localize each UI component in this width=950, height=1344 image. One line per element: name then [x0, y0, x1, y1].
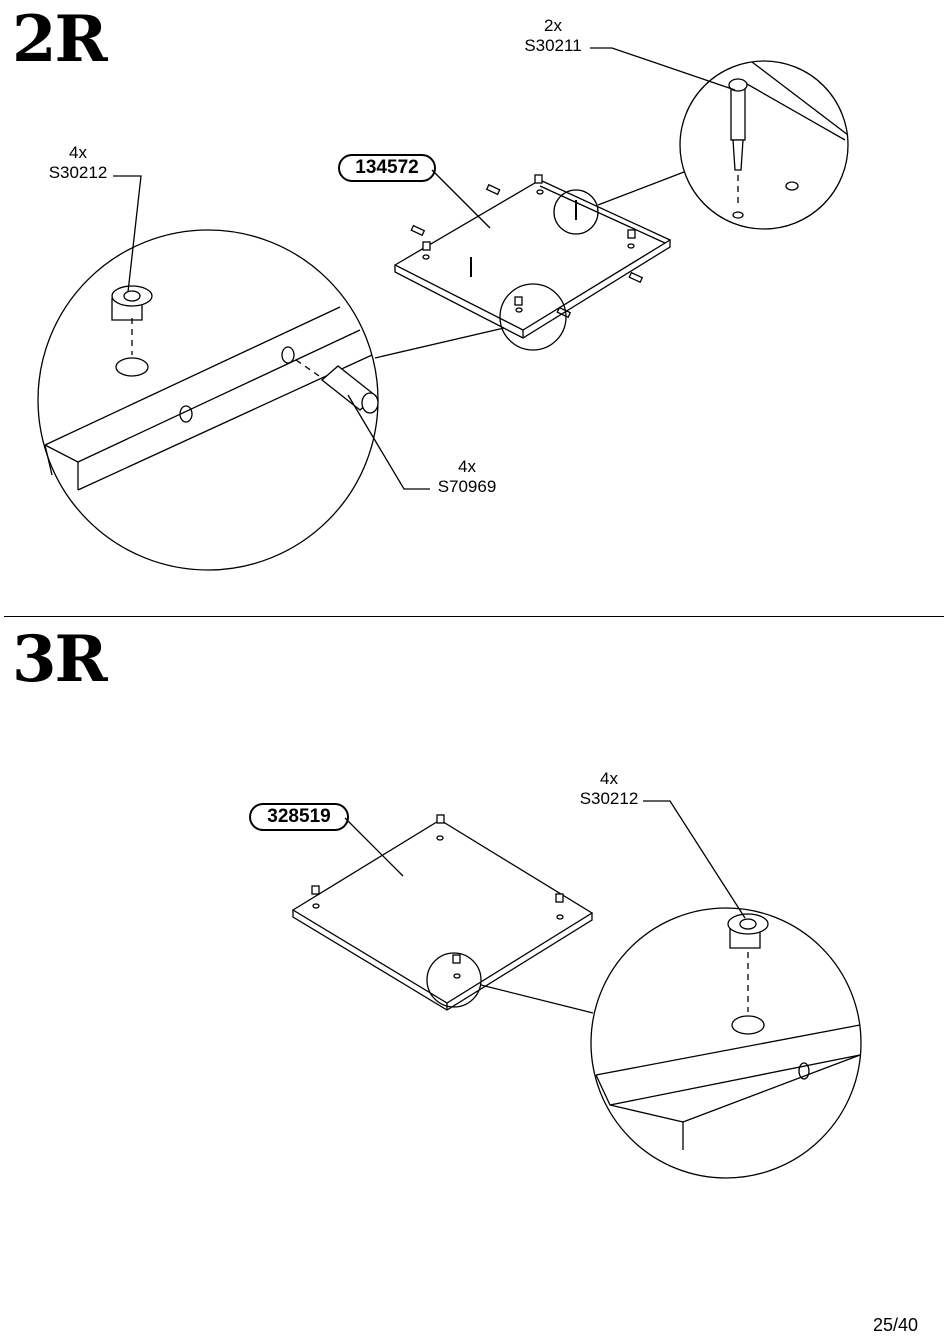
panel-134572-drawing	[393, 174, 672, 351]
hardware-callout-s70969: 4x S70969	[430, 457, 504, 497]
callout-quantity: 4x	[69, 143, 87, 162]
step-3r-title: 3R	[12, 622, 108, 697]
panel-328519-drawing	[291, 814, 594, 1011]
hardware-callout-s30211: 2x S30211	[516, 16, 590, 56]
detail-circle-cam-fitting	[480, 907, 862, 1179]
detail-circle-edge-dowel	[37, 229, 505, 571]
hardware-callout-s30212: 4x S30212	[572, 769, 646, 809]
step-2r-title: 2R	[12, 2, 108, 77]
callout-quantity: 2x	[544, 16, 562, 35]
hardware-callout-s30212: 4x S30212	[42, 143, 114, 183]
callout-code: S30212	[48, 163, 108, 182]
callout-quantity: 4x	[600, 769, 618, 788]
callout-code: S30212	[579, 789, 639, 808]
part-number-badge: 134572	[338, 154, 436, 182]
callout-quantity: 4x	[458, 457, 476, 476]
page-number: 25/40	[872, 1315, 918, 1335]
detail-circle-cam-bolt	[597, 60, 849, 230]
step-divider	[4, 616, 944, 617]
callout-code: S70969	[437, 477, 497, 496]
callout-code: S30211	[524, 36, 582, 55]
part-number-badge: 328519	[249, 803, 349, 831]
